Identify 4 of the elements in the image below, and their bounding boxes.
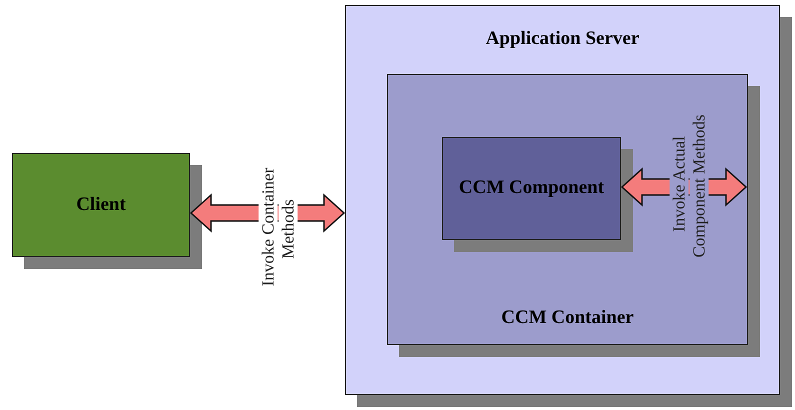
node-label: CCM Component [458,177,604,200]
node-label: Client [76,194,126,216]
node-label: Application Server [486,28,640,51]
node-label: CCM Container [501,307,634,330]
